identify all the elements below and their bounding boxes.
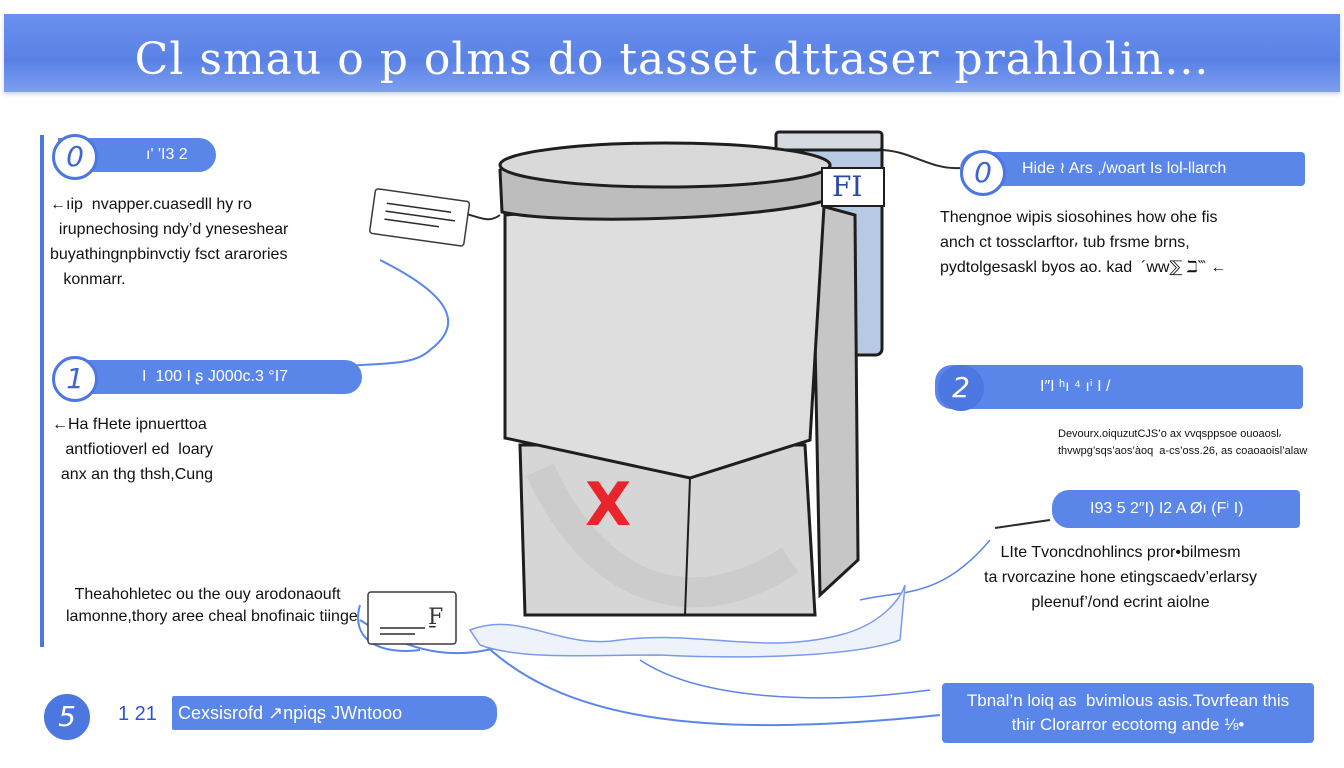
title-bar: Cl smau o p olms do tasset dttaser prahl…: [4, 14, 1340, 92]
right-section-c-label: I93 5 2″I) I2 A Øı (Fⁱ I): [1052, 490, 1300, 528]
left-section-b-label: I 100 I ʂ J000c.3 °I7: [62, 360, 362, 394]
base-splash: [468, 584, 906, 658]
right-note-box: Tbnal’n loiq as bvimlous asis.Tovrfean t…: [942, 683, 1314, 743]
bin-upper-body: [503, 188, 827, 480]
right-section-b-badge: 2: [938, 365, 984, 411]
connector-line: [994, 519, 1051, 529]
left-section-c-text: Theahohletec ou the ouy arodonaouft lamo…: [66, 586, 358, 625]
left-section-a-badge: 0: [52, 134, 98, 180]
left-section-d-badge: 5: [44, 694, 90, 740]
left-section-d-number: 1 21: [118, 703, 157, 725]
left-frame-line: [40, 135, 44, 647]
left-section-a-text: ←ıip nvapper.cuasedll hy ro irupnechosin…: [50, 196, 289, 288]
page-title: Cl smau o p olms do tasset dttaser prahl…: [134, 34, 1210, 85]
lid-label-box: [821, 167, 885, 207]
lid-label: FI: [832, 170, 863, 203]
connector-line: [859, 539, 991, 601]
left-tag: [369, 188, 471, 247]
left-section-b-text: ←Ha fHete ipnuerttoa antfiotioverl ed lo…: [52, 416, 213, 483]
right-section-a-label: Hide ≀ Ars ,/woart Is lol-llarch: [960, 152, 1305, 186]
right-section-c-text: LIte Tvoncdnohlincs pror•bilmesm ta rvor…: [984, 544, 1258, 611]
right-section-b-label: I″I ʰı ⁴ ıⁱ I /: [935, 365, 1303, 409]
right-section-a-badge: 0: [960, 150, 1006, 196]
left-section-b-badge: 1: [52, 356, 98, 402]
connector-line: [639, 659, 931, 699]
right-section-a-text: Thengnoe wipis siosohines how ohe fis an…: [940, 209, 1227, 276]
left-section-d-label: Cexsisrofd ↗npiqʂ JWntooo: [172, 696, 497, 730]
x-mark: X: [585, 470, 632, 540]
connector-line: [479, 639, 941, 727]
connector-line: [879, 149, 961, 170]
bin-opening: [498, 141, 832, 189]
bottom-tag: [367, 591, 457, 645]
connector-line: [329, 259, 450, 371]
right-section-b-text: Devourx.oiquzutCJS’o ax vvqsppsoe ouoaos…: [1058, 428, 1308, 457]
bottom-tag-label: F̱: [428, 605, 444, 630]
